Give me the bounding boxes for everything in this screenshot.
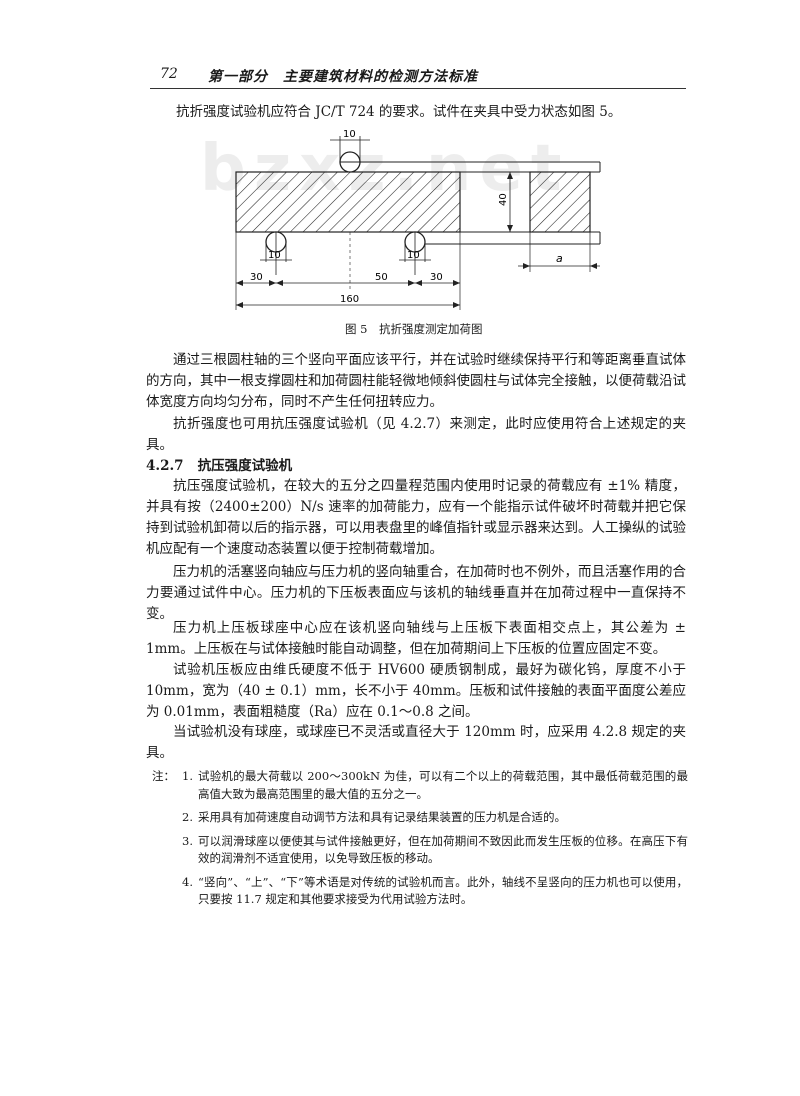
section-paragraph-3: 压力机上压板球座中心应在该机竖向轴线与上压板下表面相交点上，其公差为 ± 1mm… [146,620,686,657]
specimen-prism [235,171,461,233]
section-paragraph-5: 当试验机没有球座，或球座已不灵活或直径大于 120mm 时，应采用 4.2.8 … [146,724,686,761]
lower-support-arm [421,231,601,245]
note-text: 可以润滑球座以便使其与试件接触更好，但在加荷期间不致因此而发生压板的位移。在高压… [198,833,688,866]
support-roller-left [260,231,292,275]
note-item: 4. “竖向”、“上”、“下”等术语是对传统的试验机而言。此外，轴线不呈竖向的压… [168,874,688,909]
note-text: 试验机的最大荷载以 200～300kN 为佳，可以有二个以上的荷载范围，其中最低… [198,769,688,801]
header-title: 第一部分 主要建筑材料的检测方法标准 [208,69,478,85]
upper-loading-arm [356,161,601,173]
dim-bottom-gap-left: 10 [268,250,281,261]
dim-total: 160 [340,294,359,305]
note-text: “竖向”、“上”、“下”等术语是对传统的试验机而言。此外，轴线不呈竖向的压力机也… [198,874,688,907]
note-item: 注： 1. 试验机的最大荷载以 200～300kN 为佳，可以有二个以上的荷载范… [152,768,688,803]
specimen-end-view [529,171,591,233]
intro-paragraph: 抗折强度试验机应符合 JC/T 724 的要求。试件在夹具中受力状态如图 5。 [176,104,622,120]
note-item: 3. 可以润滑球座以便使其与试件接触更好，但在加荷期间不致因此而发生压板的位移。… [168,833,688,868]
dim-left-offset: 30 [250,272,263,283]
page-number: 72 [160,66,178,82]
notes-block: 注： 1. 试验机的最大荷载以 200～300kN 为佳，可以有二个以上的荷载范… [152,768,688,915]
paragraph-2: 抗折强度也可用抗压强度试验机（见 4.2.7）来测定，此时应使用符合上述规定的夹… [146,416,686,453]
page-header: 72 第一部分 主要建筑材料的检测方法标准 [150,64,686,89]
section-title: 抗压强度试验机 [197,458,293,474]
span-dimensions [235,232,461,310]
note-index: 4. [182,874,193,889]
section-heading: 4.2.7 抗压强度试验机 [146,454,292,474]
section-paragraph-4: 试验机压板应由维氏硬度不低于 HV600 硬质钢制成，最好为碳化钨，厚度不小于 … [146,662,686,720]
dim-span: 50 [375,272,388,283]
note-text: 采用具有加荷速度自动调节方法和具有记录结果装置的压力机是合适的。 [198,810,566,824]
note-index: 1. [182,769,193,783]
width-dimension [518,232,600,272]
dim-height: 40 [498,193,509,206]
paragraph-1: 通过三根圆柱轴的三个竖向平面应该平行，并在试验时继续保持平行和等距离垂直试体的方… [146,352,686,410]
note-index: 2. [182,810,193,824]
dim-right-offset: 30 [430,272,443,283]
note-index: 3. [182,833,193,848]
note-item: 2. 采用具有加荷速度自动调节方法和具有记录结果装置的压力机是合适的。 [168,809,688,827]
dim-top-gap: 10 [343,129,356,140]
height-dimension [460,171,520,233]
section-paragraph-1: 抗压强度试验机，在较大的五分之四量程范围内使用时记录的荷载应有 ±1% 精度，并… [146,478,686,557]
dim-bottom-gap-right: 10 [407,250,420,261]
notes-label: 注： [152,769,175,783]
flexural-loading-diagram: 10 40 10 10 30 50 30 160 a [235,129,601,310]
loading-roller [330,136,370,173]
section-paragraph-2: 压力机的活塞竖向轴应与压力机的竖向轴重合，在加荷时也不例外，而且活塞作用的合力要… [146,564,686,622]
figure-caption: 图 5 抗折强度测定加荷图 [345,322,483,336]
section-number: 4.2.7 [146,458,184,474]
support-roller-right [399,231,431,275]
dim-side: a [556,252,563,265]
